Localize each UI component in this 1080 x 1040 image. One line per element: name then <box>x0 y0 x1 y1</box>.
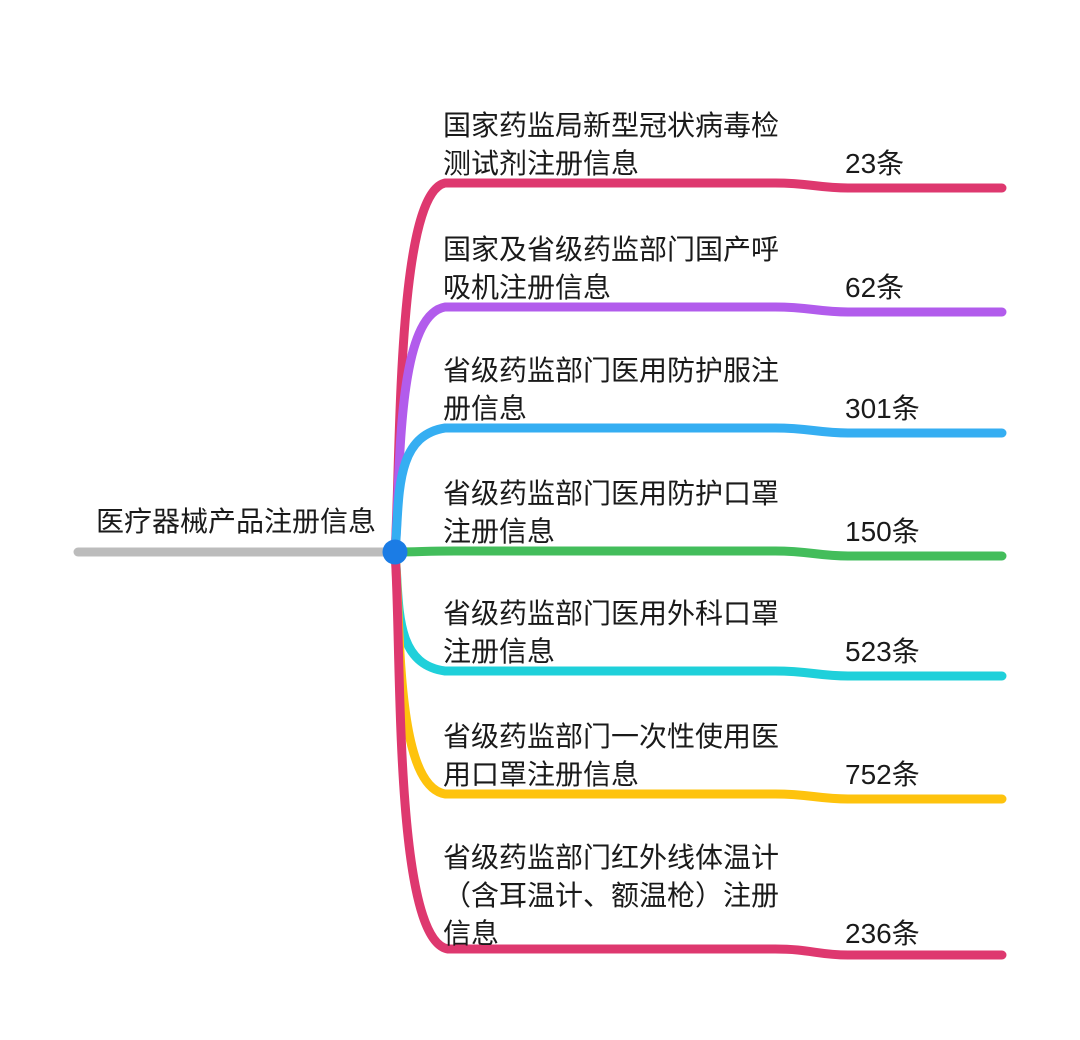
branch-count[interactable]: 752条 <box>845 759 920 790</box>
branch-count[interactable]: 301条 <box>845 393 920 424</box>
branch-label[interactable]: 省级药监部门医用防护口罩 注册信息 <box>443 478 780 547</box>
branch-label[interactable]: 省级药监部门一次性使用医 用口罩注册信息 <box>443 721 780 790</box>
branch-count[interactable]: 150条 <box>845 516 920 547</box>
branch-connector-line <box>390 546 1007 561</box>
branch-label[interactable]: 省级药监部门医用防护服注 册信息 <box>443 355 780 424</box>
junction-dot[interactable] <box>382 539 408 565</box>
branch-count[interactable]: 523条 <box>845 636 920 667</box>
branch-connector-line <box>390 423 1007 557</box>
branch-label[interactable]: 省级药监部门红外线体温计 （含耳温计、额温枪）注册 信息 <box>443 842 780 949</box>
branch-label[interactable]: 国家及省级药监部门国产呼 吸机注册信息 <box>443 234 780 303</box>
branch-label[interactable]: 省级药监部门医用外科口罩 注册信息 <box>443 598 780 667</box>
branch-count[interactable]: 62条 <box>845 272 905 303</box>
branch-label[interactable]: 国家药监局新型冠状病毒检 测试剂注册信息 <box>443 110 780 179</box>
branch-connector-line <box>390 547 1007 960</box>
branch-count[interactable]: 236条 <box>845 918 920 949</box>
branch-count[interactable]: 23条 <box>845 148 905 179</box>
root-node-label[interactable]: 医疗器械产品注册信息 <box>96 506 377 537</box>
